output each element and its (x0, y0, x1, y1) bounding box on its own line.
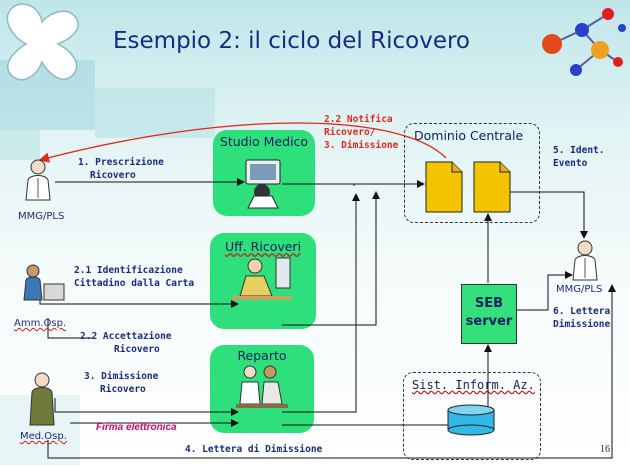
actor-mmg-right-label: MMG/PLS (556, 284, 603, 295)
actor-mmg-left-label: MMG/PLS (18, 211, 65, 222)
document-icon-2 (473, 161, 511, 213)
admin-person-icon (23, 264, 65, 301)
step-prescrizione-label: 1. Prescrizione Ricovero (78, 157, 164, 181)
seb-server-box: SEB server (461, 284, 517, 344)
sist-inform-title: Sist. Inform. Az. (412, 378, 535, 392)
arrow-lettera-dimissione (47, 284, 616, 459)
ward-doctors-icon (236, 365, 288, 408)
arrow-notifica-arc (38, 122, 447, 163)
step-accettazione-label: 2.2 Accettazione Ricovero (80, 331, 172, 355)
reparto-box: Reparto (210, 345, 314, 433)
step-dimissione-label: 3. Dimissione Ricovero (84, 371, 159, 395)
uff-ricoveri-title: Uff. Ricoveri (224, 239, 302, 254)
step-ident-evento-label: 5. Ident. Evento (553, 145, 605, 169)
document-icon-1 (425, 161, 463, 213)
arrow-seb-to-mmg (516, 271, 573, 311)
studio-medico-title: Studio Medico (219, 134, 309, 149)
hospital-doctor-icon (29, 372, 55, 426)
doctor-left-icon (25, 159, 51, 201)
seb-label: SEB (474, 296, 504, 311)
logo-x-icon (6, 3, 79, 81)
step-lettera-label: 6. Lettera Dimissione (553, 306, 611, 330)
server-label: server (465, 314, 513, 329)
database-icon (447, 404, 495, 436)
dominio-centrale-title: Dominio Centrale (414, 128, 524, 143)
arrow-identificazione (39, 290, 239, 308)
firma-elettronica-label: Firma elettronica (96, 422, 177, 433)
actor-amm-osp-label: Amm.Osp. (14, 318, 67, 329)
line-accettazione (47, 318, 92, 339)
clerk-icon (232, 257, 292, 300)
doctor-right-icon (572, 240, 598, 281)
arrow-dimissione (54, 398, 239, 416)
sist-inform-box (403, 372, 541, 460)
molecule-icon (542, 8, 626, 76)
arrow-ident-evento (500, 191, 588, 239)
actor-med-osp-label: Med.Osp. (20, 431, 67, 442)
dominio-centrale-box (404, 123, 540, 223)
page-title: Esempio 2: il ciclo del Ricovero (113, 28, 471, 54)
arrow-uff-to-dominio (282, 191, 380, 326)
step-notifica-label: 2.2 Notifica Ricovero/ 3. Dimissione (324, 114, 399, 151)
computer-icon (245, 159, 281, 209)
step-identificazione-label: 2.1 Identificazione Cittadino dalla Cart… (74, 265, 195, 289)
arrow-reparto-to-dominio (282, 193, 360, 413)
step-lettera-dimissione-label: 4. Lettera di Dimissione (185, 444, 323, 455)
reparto-title: Reparto (237, 348, 287, 363)
page-number: 16 (600, 444, 610, 455)
